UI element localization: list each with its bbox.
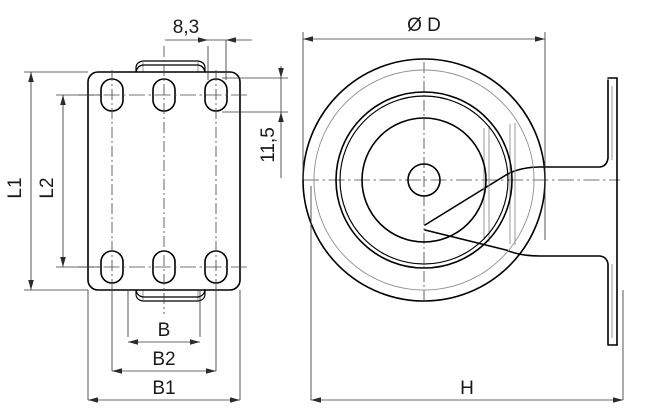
dimension-label-B: B: [158, 320, 171, 341]
arrow-L1-bottom: [28, 280, 34, 290]
arrow-8-3-left: [198, 37, 208, 43]
arrow-D-right: [535, 36, 545, 42]
wheel-rim-inner: [339, 95, 509, 265]
dimension-label-11-5: 11,5: [258, 127, 279, 163]
fork-leg-tab-top: [135, 60, 206, 73]
dimension-H: H: [310, 186, 624, 403]
dimension-11-5: 11,5: [222, 66, 288, 178]
arrow-B1-left: [88, 397, 98, 403]
arrow-B-left: [128, 339, 138, 345]
wheel-tread-inner-faint: [313, 69, 535, 291]
arrow-L1-top: [28, 72, 34, 82]
dimension-label-L1: L1: [5, 177, 26, 198]
dimension-label-8-3: 8,3: [173, 17, 199, 38]
dimension-label-L2: L2: [37, 177, 58, 198]
arrow-L2-bottom: [60, 257, 66, 267]
side-view-group: Ø D H: [302, 15, 624, 403]
arrow-B2-right: [206, 368, 216, 374]
arrow-B-right: [190, 339, 200, 345]
arrow-L2-top: [60, 95, 66, 105]
dimension-label-H: H: [460, 378, 474, 399]
top-view-centerlines: [78, 46, 250, 314]
fork-leg-tab-bottom: [135, 289, 206, 302]
arrow-H-right: [613, 397, 623, 403]
fork-leg-hidden-edges: [483, 123, 516, 245]
dimension-diameter-D: Ø D: [302, 15, 546, 240]
arrow-11-5-bottom: [278, 112, 284, 122]
arrow-D-left: [303, 36, 313, 42]
dimension-L1: L1: [5, 71, 88, 291]
dimension-label-diameter-D: Ø D: [407, 15, 441, 36]
top-view-group: 8,3 11,5 L1: [5, 17, 288, 403]
fork-upper-edge: [424, 79, 609, 226]
wheel-rim-outer: [335, 91, 513, 269]
dimension-L2: L2: [37, 94, 101, 268]
arrow-8-3-right: [226, 37, 236, 43]
wheel-axle-bore: [407, 163, 441, 197]
dimension-label-B1: B1: [152, 378, 175, 399]
dimension-B1: B1: [87, 290, 241, 403]
fork-bracket: [424, 77, 618, 346]
arrow-H-left: [311, 397, 321, 403]
flange-end-caps: [607, 77, 618, 346]
dimension-label-B2: B2: [152, 349, 175, 370]
dimension-B2: B2: [111, 290, 217, 374]
dimension-B: B: [127, 290, 201, 345]
wheel-hub-body: [361, 117, 487, 243]
fork-lower-edge: [424, 229, 609, 345]
dimension-8-3: 8,3: [165, 17, 252, 80]
arrow-11-5-top: [278, 68, 284, 78]
arrow-B1-right: [230, 397, 240, 403]
arrow-B2-left: [112, 368, 122, 374]
